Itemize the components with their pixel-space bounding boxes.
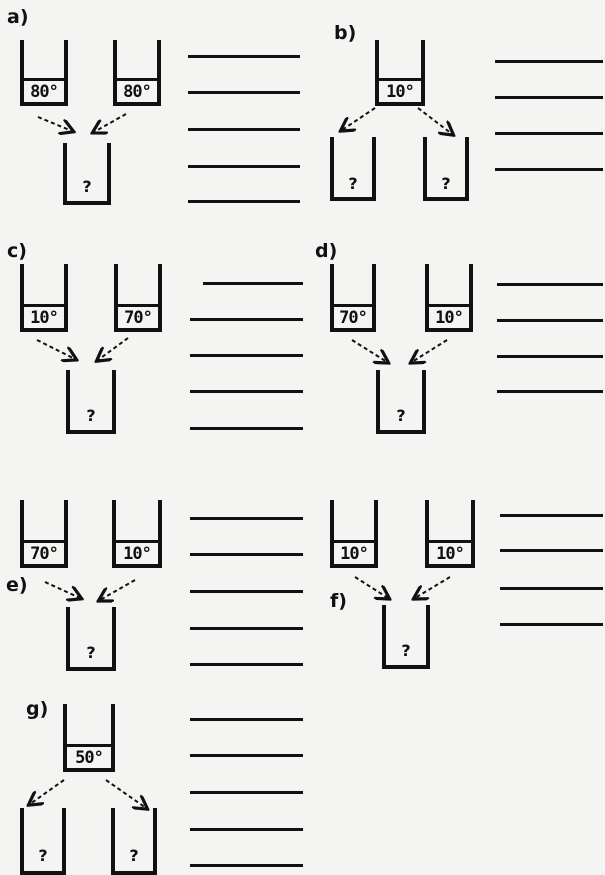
pour-arrow bbox=[38, 117, 72, 131]
problem-c-label: c) bbox=[7, 240, 27, 262]
beaker-e-left: 70° bbox=[20, 500, 68, 568]
answer-line bbox=[190, 517, 303, 520]
answer-line bbox=[188, 128, 300, 131]
beaker-f-right: 10° bbox=[425, 500, 475, 568]
answer-line bbox=[188, 165, 300, 168]
temperature-label: 10° bbox=[334, 540, 374, 564]
temperature-label: 10° bbox=[379, 78, 421, 102]
answer-line bbox=[190, 864, 303, 867]
answer-line bbox=[190, 791, 303, 794]
answer-line bbox=[495, 132, 603, 135]
answer-line bbox=[497, 283, 603, 286]
answer-line bbox=[190, 828, 303, 831]
problem-g-label: g) bbox=[26, 698, 48, 720]
split-arrow bbox=[106, 780, 146, 808]
answer-line bbox=[188, 55, 300, 58]
beaker-e-right: 10° bbox=[112, 500, 162, 568]
temperature-label: 10° bbox=[429, 540, 471, 564]
beaker-f-result: ? bbox=[382, 605, 430, 669]
answer-line bbox=[190, 590, 303, 593]
pour-arrow bbox=[94, 114, 126, 132]
pour-arrow bbox=[415, 577, 450, 598]
unknown-mark: ? bbox=[67, 177, 107, 196]
beaker-a-result: ? bbox=[63, 143, 111, 205]
answer-line bbox=[500, 549, 603, 552]
beaker-d-left: 70° bbox=[330, 264, 376, 332]
unknown-mark: ? bbox=[70, 643, 112, 662]
beaker-d-result: ? bbox=[376, 370, 426, 434]
pour-arrow bbox=[37, 340, 75, 359]
split-arrow bbox=[30, 780, 64, 804]
temperature-label: 10° bbox=[116, 540, 158, 564]
pour-arrow bbox=[98, 338, 128, 360]
pour-arrow bbox=[412, 340, 447, 362]
split-arrow bbox=[418, 108, 452, 134]
pour-arrow bbox=[100, 580, 135, 600]
beaker-b-right-result: ? bbox=[423, 137, 469, 201]
pour-arrow bbox=[352, 340, 387, 362]
temperature-label: 70° bbox=[118, 304, 158, 328]
unknown-mark: ? bbox=[24, 846, 62, 865]
answer-line bbox=[497, 355, 603, 358]
unknown-mark: ? bbox=[427, 174, 465, 193]
problem-d-label: d) bbox=[315, 240, 337, 262]
split-arrow bbox=[342, 108, 375, 130]
pour-arrow bbox=[45, 582, 80, 598]
beaker-c-left: 10° bbox=[20, 264, 68, 332]
answer-line bbox=[495, 168, 603, 171]
answer-line bbox=[495, 60, 603, 63]
answer-line bbox=[495, 96, 603, 99]
beaker-f-left: 10° bbox=[330, 500, 378, 568]
answer-line bbox=[500, 587, 603, 590]
answer-line bbox=[190, 754, 303, 757]
answer-line bbox=[500, 623, 603, 626]
unknown-mark: ? bbox=[380, 406, 422, 425]
answer-line bbox=[188, 91, 300, 94]
temperature-label: 50° bbox=[67, 744, 111, 768]
answer-line bbox=[497, 319, 603, 322]
answer-line bbox=[190, 663, 303, 666]
temperature-label: 10° bbox=[24, 304, 64, 328]
answer-line bbox=[203, 282, 303, 285]
temperature-label: 70° bbox=[24, 540, 64, 564]
pour-arrow bbox=[355, 577, 388, 598]
temperature-label: 80° bbox=[117, 78, 157, 102]
answer-line bbox=[190, 354, 303, 357]
temperature-label: 70° bbox=[334, 304, 372, 328]
unknown-mark: ? bbox=[70, 406, 112, 425]
answer-line bbox=[188, 200, 300, 203]
problem-f-label: f) bbox=[330, 590, 347, 612]
answer-line bbox=[190, 718, 303, 721]
beaker-b-left-result: ? bbox=[330, 137, 376, 201]
beaker-c-result: ? bbox=[66, 370, 116, 434]
beaker-g-left-result: ? bbox=[20, 808, 66, 875]
problem-a-label: a) bbox=[7, 6, 29, 28]
answer-line bbox=[190, 318, 303, 321]
beaker-b-source: 10° bbox=[375, 40, 425, 106]
answer-line bbox=[190, 390, 303, 393]
beaker-e-result: ? bbox=[66, 607, 116, 671]
problem-b-label: b) bbox=[334, 22, 356, 44]
unknown-mark: ? bbox=[334, 174, 372, 193]
unknown-mark: ? bbox=[386, 641, 426, 660]
temperature-label: 10° bbox=[429, 304, 469, 328]
beaker-c-right: 70° bbox=[114, 264, 162, 332]
problem-e-label: e) bbox=[6, 574, 28, 596]
beaker-d-right: 10° bbox=[425, 264, 473, 332]
beaker-a-right: 80° bbox=[113, 40, 161, 106]
temperature-label: 80° bbox=[24, 78, 64, 102]
answer-line bbox=[500, 514, 603, 517]
answer-line bbox=[190, 627, 303, 630]
answer-line bbox=[497, 390, 603, 393]
answer-line bbox=[190, 427, 303, 430]
beaker-g-source: 50° bbox=[63, 704, 115, 772]
beaker-g-right-result: ? bbox=[111, 808, 157, 875]
answer-line bbox=[190, 553, 303, 556]
unknown-mark: ? bbox=[115, 846, 153, 865]
beaker-a-left: 80° bbox=[20, 40, 68, 106]
